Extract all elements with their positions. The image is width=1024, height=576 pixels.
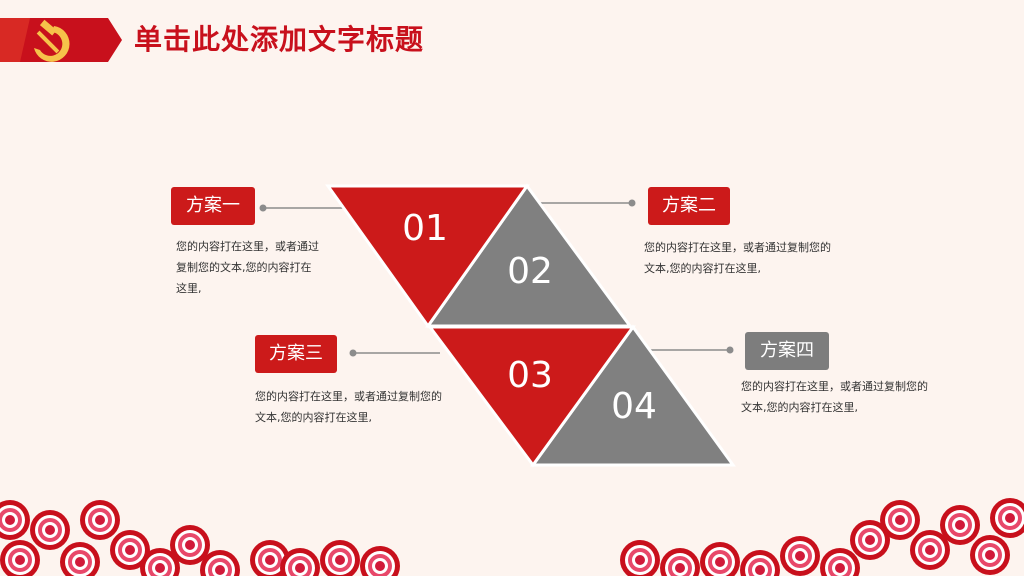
connector-dot-1 [259, 204, 267, 212]
triangle-01 [325, 184, 530, 329]
tag-option-2: 方案二 [648, 187, 730, 225]
connector-dot-2 [628, 199, 636, 207]
description-2: 您的内容打在这里，或者通过复制您的文本,您的内容打在这里, [644, 241, 831, 275]
triangle-03 [427, 325, 636, 468]
connector-dot-4 [726, 346, 734, 354]
number-03: 03 [507, 355, 553, 396]
tag-option-4: 方案四 [745, 332, 829, 370]
description-3: 您的内容打在这里，或者通过复制您的文本,您的内容打在这里, [255, 390, 442, 424]
description-1: 您的内容打在这里，或者通过复制您的文本,您的内容打在这里, [176, 240, 319, 295]
number-04: 04 [611, 386, 657, 427]
title-banner [0, 18, 122, 62]
connector-dot-3 [349, 349, 357, 357]
hammer-sickle-icon [34, 19, 70, 62]
decorative-clouds [0, 498, 1024, 576]
number-02: 02 [507, 251, 553, 292]
page-title: 单击此处添加文字标题 [134, 23, 425, 56]
number-01: 01 [402, 208, 448, 249]
description-4: 您的内容打在这里，或者通过复制您的文本,您的内容打在这里, [741, 380, 928, 414]
tag-option-1: 方案一 [171, 187, 255, 225]
tag-option-3: 方案三 [255, 335, 337, 373]
